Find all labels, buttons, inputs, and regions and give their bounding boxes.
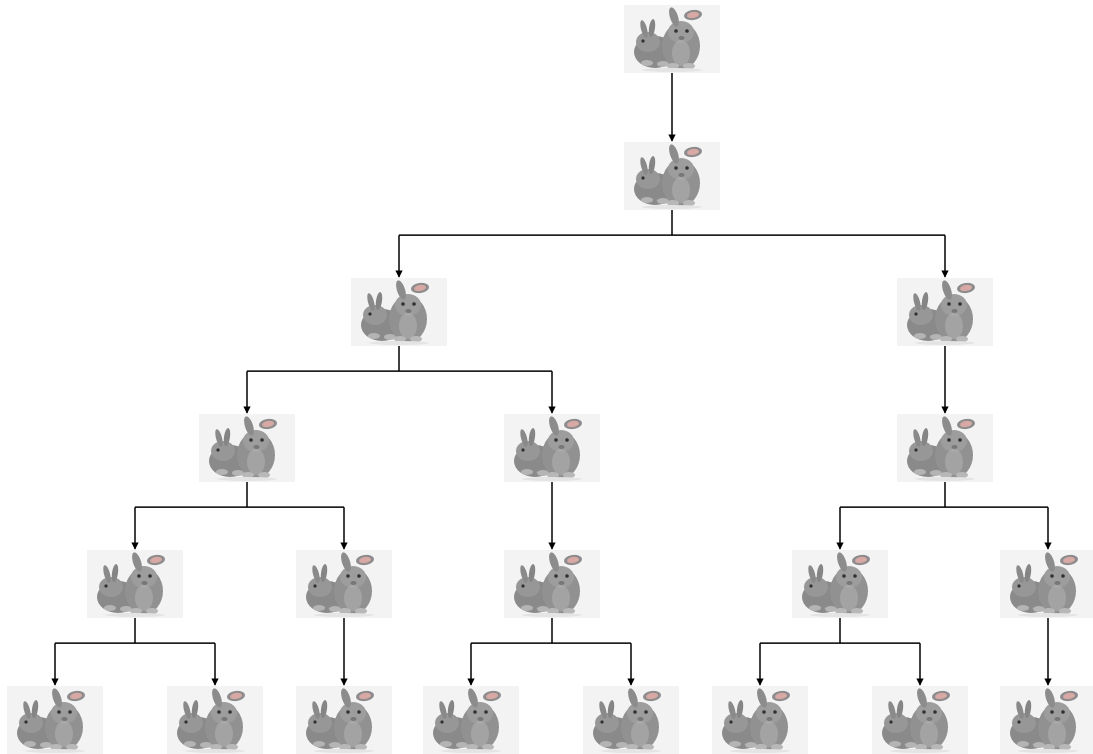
rabbit-pair-node-n6: [504, 414, 600, 482]
rabbit-pair-node-n20: [1000, 686, 1093, 754]
rabbit-pair-node-n10: [504, 550, 600, 618]
rabbit-pair-node-n2: [624, 142, 720, 210]
rabbit-pair-node-n13: [7, 686, 103, 754]
rabbit-pair-node-n1: [624, 5, 720, 73]
rabbit-pair-node-n3: [351, 278, 447, 346]
rabbit-pair-node-n17: [583, 686, 679, 754]
rabbit-pair-node-n14: [167, 686, 263, 754]
rabbit-pair-node-n4: [897, 278, 993, 346]
rabbit-pair-node-n12: [1000, 550, 1093, 618]
rabbit-pair-node-n8: [87, 550, 183, 618]
rabbit-pair-node-n18: [712, 686, 808, 754]
rabbit-pair-node-n11: [792, 550, 888, 618]
rabbit-pair-node-n9: [296, 550, 392, 618]
rabbit-pair-node-n15: [296, 686, 392, 754]
rabbit-pair-node-n16: [423, 686, 519, 754]
rabbit-pair-node-n19: [872, 686, 968, 754]
edges-layer: [51, 73, 1052, 686]
nodes-layer: [7, 5, 1093, 754]
rabbit-pair-node-n7: [897, 414, 993, 482]
rabbit-pair-node-n5: [199, 414, 295, 482]
